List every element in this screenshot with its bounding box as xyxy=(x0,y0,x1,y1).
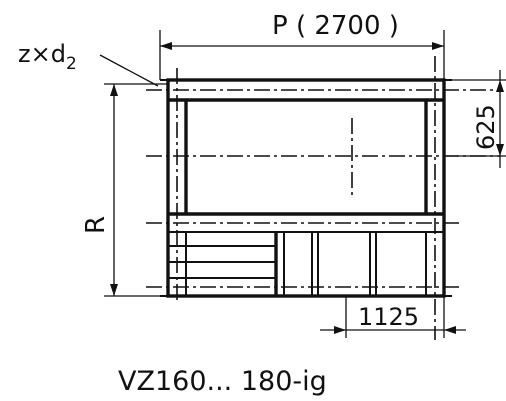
dimension-625 xyxy=(444,70,506,168)
caption: VZ160... 180-ig xyxy=(118,366,327,397)
dimension-r xyxy=(104,83,168,297)
dimension-p-label: P ( 2700 ) xyxy=(272,11,399,41)
dimension-1125-label: 1125 xyxy=(358,303,419,331)
dimension-r-label: R xyxy=(81,216,111,234)
hole-callout-label: z×d2 xyxy=(18,40,77,74)
dimension-625-label: 625 xyxy=(472,104,500,150)
dimension-p xyxy=(159,30,445,80)
hole-callout-subscript: 2 xyxy=(66,54,77,74)
outer-frame xyxy=(160,78,452,298)
lower-section xyxy=(168,212,444,296)
side-posts xyxy=(184,100,428,214)
hole-callout-leader xyxy=(99,54,159,87)
hole-callout-prefix: z×d xyxy=(18,40,66,68)
dimension-1125 xyxy=(320,296,466,338)
center-lines xyxy=(146,56,500,340)
